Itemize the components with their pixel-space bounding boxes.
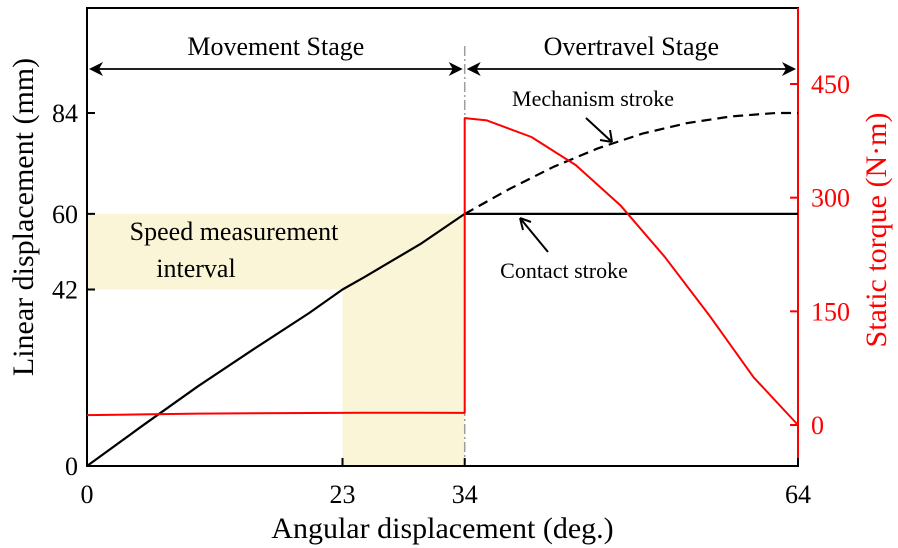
y-right-tick-label-3: 450 (811, 70, 850, 99)
y-axis-left-title: Linear displacement (mm) (7, 58, 40, 376)
stage-arrows (89, 62, 796, 76)
stage-arrowhead-right-0 (448, 62, 463, 76)
series-line-static-torque (86, 117, 799, 426)
x-axis-title: Angular displacement (deg.) (271, 512, 613, 545)
region-band-vertical (342, 289, 465, 466)
y-left-tick-label-0: 0 (65, 452, 78, 481)
stage-arrowhead-left-1 (466, 62, 481, 76)
y-right-tick-label-1: 150 (811, 297, 850, 326)
y-axis-right-title: Static torque (N·m) (860, 113, 893, 348)
x-tick-label-1: 23 (330, 480, 356, 509)
x-tick-label-2: 34 (452, 480, 478, 509)
contact-stroke-annotation: Contact stroke (500, 258, 628, 283)
x-tick-label-3: 64 (785, 480, 811, 509)
stage-arrowhead-left-0 (89, 62, 103, 76)
region-band-horizontal (87, 213, 465, 290)
y-right-tick-label-2: 300 (811, 184, 850, 213)
x-tick-label-0: 0 (81, 480, 94, 509)
series-line-mechanism-stroke (464, 111, 798, 215)
contact-stroke-arrow (519, 217, 549, 253)
mechanism-stroke-arrow (585, 117, 613, 143)
stage-arrowhead-right-1 (782, 62, 796, 76)
mechanism-stroke-annotation: Mechanism stroke (512, 86, 674, 111)
axis-ticks: 0 23 34 64 0 42 60 84 0 150 300 450 (52, 70, 850, 509)
y-left-tick-label-2: 60 (52, 200, 78, 229)
y-left-tick-label-3: 84 (52, 99, 78, 128)
y-right-tick-label-0: 0 (811, 411, 824, 440)
region-label-line1: Speed measurement (130, 217, 339, 246)
region-label-line2: interval (156, 254, 235, 283)
stage-label-overtravel: Overtravel Stage (544, 32, 719, 61)
series-layer (86, 111, 799, 467)
series-line-contact-stroke (86, 212, 798, 467)
speed-measurement-region (87, 213, 465, 466)
y-left-tick-label-1: 42 (52, 276, 78, 305)
stage-label-movement: Movement Stage (187, 32, 364, 61)
